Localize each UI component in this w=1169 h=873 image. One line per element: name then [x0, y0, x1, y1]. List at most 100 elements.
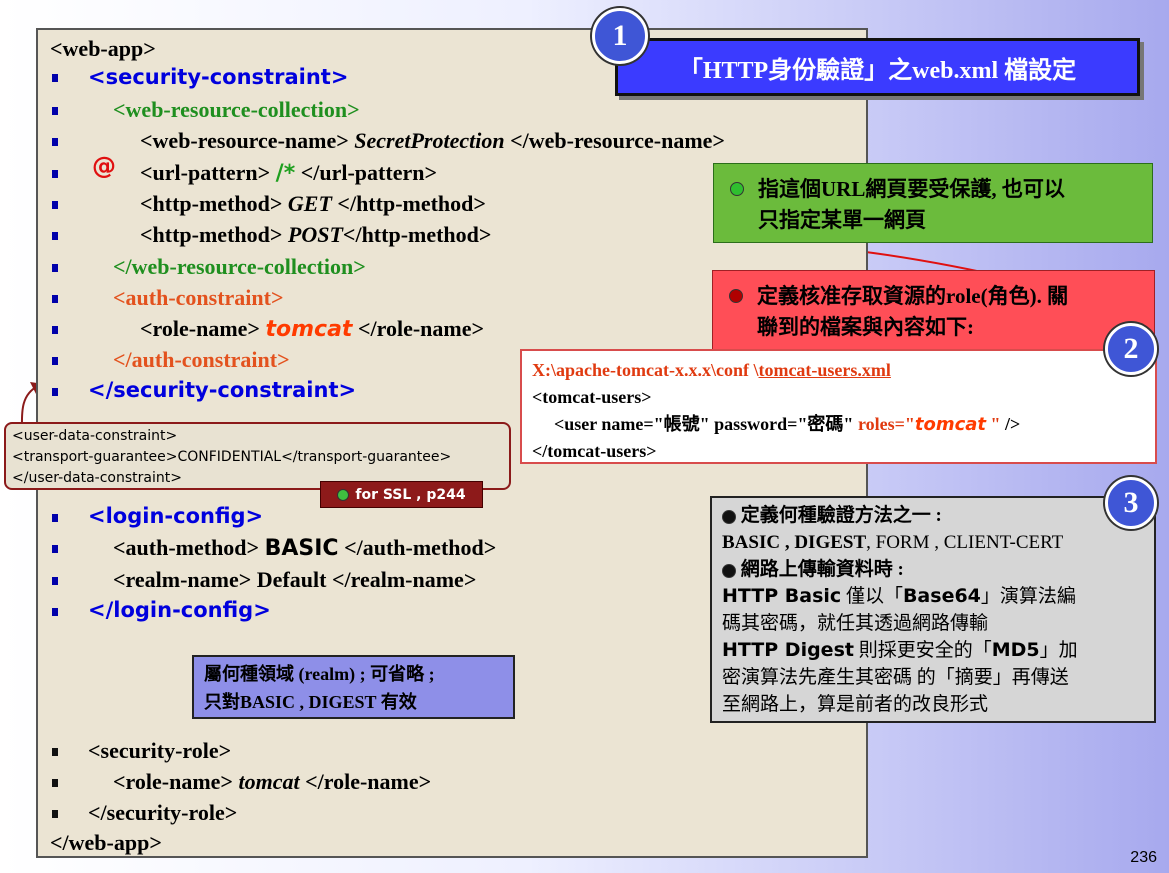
tomcat-users-close: </tomcat-users>: [532, 441, 657, 461]
ac-open: <auth-constraint>: [113, 285, 284, 310]
auth-heading2: 網路上傳輸資料時 :: [722, 556, 1144, 583]
sr-role-close: </role-name>: [305, 769, 432, 794]
hm-post: POST: [287, 222, 343, 247]
auth-method-box: 定義何種驗證方法之一 : BASIC , DIGEST, FORM , CLIE…: [710, 496, 1156, 723]
realm-name-line: <realm-name> Default </realm-name>: [113, 567, 477, 592]
basic-text1: 僅以「: [845, 586, 903, 607]
realm-line2: 只對BASIC , DIGEST 有效: [204, 692, 417, 712]
auth-methods-rest: , FORM , CLIENT-CERT: [866, 532, 1064, 553]
file-path-prefix: X:\apache-tomcat-x.x.x\conf \: [532, 360, 759, 380]
slide-title: 「HTTP身份驗證」之web.xml 檔設定: [615, 38, 1140, 96]
basic-label: HTTP Basic: [722, 585, 842, 607]
auth-heading1: 定義何種驗證方法之一 :: [722, 502, 1144, 529]
bullet: [52, 545, 58, 553]
web-app-open: <web-app>: [50, 36, 156, 61]
digest-line2: 密演算法先產生其密碼 的「摘要」再傳送: [722, 667, 1069, 688]
ssl-tag: for SSL , p244: [320, 481, 483, 508]
rn-open: <role-name>: [140, 316, 260, 341]
tomcat-users-open: <tomcat-users>: [532, 387, 652, 407]
bullet: [52, 170, 58, 178]
bullet: [52, 326, 58, 334]
green-callout-line2: 只指定某單一網頁: [758, 208, 926, 232]
red-callout-line1: 定義核准存取資源的role(角色). 關: [757, 284, 1069, 308]
bullet: [52, 295, 58, 303]
am-value: BASIC: [264, 536, 339, 561]
url-close: </url-pattern>: [300, 160, 437, 185]
bullet-dot-icon: [722, 509, 736, 524]
wrn-close: </web-resource-name>: [510, 128, 725, 153]
login-config-open: <login-config>: [88, 504, 264, 528]
user-line: <user name="帳號" password="密碼" roles="tom…: [532, 411, 1145, 438]
auth-heading1-text: 定義何種驗證方法之一 :: [740, 505, 942, 526]
auth-method-line: <auth-method> BASIC </auth-method>: [113, 535, 496, 561]
security-role-open: <security-role>: [88, 738, 232, 763]
roles-suffix: ": [986, 414, 1001, 434]
ac-close: </auth-constraint>: [113, 347, 290, 372]
bullet: [52, 748, 58, 756]
green-callout: 指這個URL網頁要受保護, 也可以 只指定某單一網頁: [713, 163, 1153, 243]
url-line: <url-pattern> /* </url-pattern>: [140, 160, 437, 186]
security-role-close: </security-role>: [88, 800, 238, 825]
bullet: [52, 201, 58, 209]
roles-value: tomcat: [914, 414, 987, 435]
bullet: [52, 514, 58, 522]
basic-text2: 」演算法編: [980, 586, 1076, 607]
basic-line: HTTP Basic 僅以「Base64」演算法編: [722, 583, 1144, 610]
auth-methods: BASIC , DIGEST, FORM , CLIENT-CERT: [722, 529, 1144, 556]
basic-line2: 碼其密碼，就任其透過網路傳輸: [722, 613, 989, 634]
bullet: [52, 138, 58, 146]
ssl-tag-text: for SSL , p244: [355, 486, 466, 503]
red-callout: 定義核准存取資源的role(角色). 關 聯到的檔案與內容如下:: [712, 270, 1155, 352]
sr-role-value: tomcat: [238, 769, 300, 794]
user-data-constraint-box: <user-data-constraint> <transport-guaran…: [4, 422, 511, 490]
digest-line: HTTP Digest 則採更安全的「MD5」加: [722, 637, 1144, 664]
green-dot-icon: [337, 488, 350, 501]
udc-line3: </user-data-constraint>: [12, 470, 182, 486]
login-config-close: </login-config>: [88, 598, 271, 622]
digest-line3: 至網路上，算是前者的改良形式: [722, 694, 989, 715]
user-close: />: [1000, 414, 1021, 434]
badge-one: 1: [592, 8, 648, 64]
bullet: [52, 232, 58, 240]
bullet: [52, 810, 58, 818]
http-method-post-line: <http-method> POST</http-method>: [140, 222, 491, 248]
bullet: [52, 388, 58, 396]
hm-get: GET: [287, 191, 332, 216]
udc-line1: <user-data-constraint>: [12, 428, 178, 444]
hm-open: <http-method>: [140, 191, 283, 216]
hm-close: </http-method>: [342, 222, 492, 247]
udc-line2: <transport-guarantee>CONFIDENTIAL</trans…: [12, 449, 452, 465]
security-constraint-open: <security-constraint>: [88, 65, 349, 89]
roles-label: roles=": [857, 414, 915, 434]
at-symbol: @: [92, 152, 116, 180]
bullet: [52, 577, 58, 585]
tomcat-users-file-box: X:\apache-tomcat-x.x.x\conf \tomcat-user…: [520, 349, 1157, 464]
badge-three: 3: [1105, 477, 1157, 529]
wrc-close: </web-resource-collection>: [113, 254, 366, 279]
role-name-line: <role-name> tomcat </role-name>: [140, 316, 484, 342]
am-open: <auth-method>: [113, 535, 260, 560]
bullet: [52, 608, 58, 616]
wrn-line: <web-resource-name> SecretProtection </w…: [140, 128, 725, 154]
url-value: /*: [275, 161, 296, 186]
wrn-open: <web-resource-name>: [140, 128, 349, 153]
bullet-dot-icon: [722, 563, 736, 578]
rn-tomcat: tomcat: [265, 317, 353, 342]
red-dot-icon: [729, 289, 743, 303]
badge-two: 2: [1105, 323, 1157, 375]
auth-methods-highlight: BASIC , DIGEST: [722, 532, 867, 553]
red-callout-line2: 聯到的檔案與內容如下:: [757, 315, 974, 339]
auth-heading2-text: 網路上傳輸資料時 :: [740, 559, 904, 580]
digest-md5: MD5: [991, 639, 1040, 661]
hm-open: <http-method>: [140, 222, 283, 247]
user-prefix: <user name="帳號" password="密碼": [554, 414, 854, 434]
basic-b64: Base64: [902, 585, 981, 607]
digest-text2: 」加: [1039, 640, 1078, 661]
file-path-name: tomcat-users.xml: [758, 360, 891, 380]
security-role-name-line: <role-name> tomcat </role-name>: [113, 769, 431, 795]
url-open: <url-pattern>: [140, 160, 271, 185]
bullet: [52, 74, 58, 82]
hm-close: </http-method>: [337, 191, 486, 216]
wrn-value: SecretProtection: [354, 128, 505, 153]
rn-close: </role-name>: [357, 316, 485, 341]
